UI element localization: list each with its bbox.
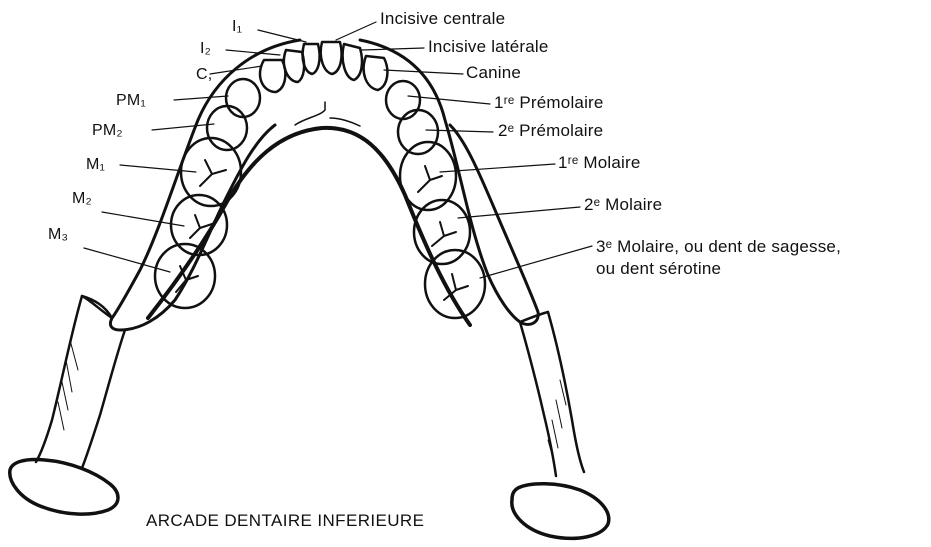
leader-lines (84, 22, 592, 278)
label-i2: I₂ (200, 40, 211, 58)
left-condyle (10, 459, 118, 514)
label-i1: I₁ (232, 18, 242, 36)
label-pm1: PM₁ (116, 92, 146, 110)
label-premolaire-2: 2ᵉ Prémolaire (498, 122, 603, 140)
label-molaire-3-line1: 3ᵉ Molaire, ou dent de sagesse, (596, 236, 841, 258)
right-condyle (512, 484, 609, 539)
right-coronoid (520, 312, 548, 322)
label-premolaire-1: 1ʳᵉ Prémolaire (494, 94, 604, 112)
label-incisive-laterale: Incisive latérale (428, 38, 549, 56)
label-m3: M₃ (48, 226, 68, 244)
label-m1: M₁ (86, 156, 105, 174)
label-m2: M₂ (72, 190, 92, 208)
label-canine: Canine (466, 64, 521, 82)
label-incisive-centrale: Incisive centrale (380, 10, 505, 28)
diagram-caption: ARCADE DENTAIRE INFERIEURE (146, 512, 424, 530)
inner-arch (148, 128, 470, 325)
right-ramus (520, 312, 584, 476)
label-molaire-2: 2ᵉ Molaire (584, 196, 662, 214)
label-molaire-3-line2: ou dent sérotine (596, 258, 841, 280)
mandible-outline-right (360, 40, 538, 324)
ramus-shading (58, 340, 566, 462)
label-molaire-3: 3ᵉ Molaire, ou dent de sagesse, ou dent … (596, 236, 841, 280)
label-c: C, (196, 66, 212, 84)
label-pm2: PM₂ (92, 122, 123, 140)
right-posterior-teeth (386, 81, 485, 318)
lingual-mark (295, 102, 360, 126)
label-molaire-1: 1ʳᵉ Molaire (558, 154, 641, 172)
